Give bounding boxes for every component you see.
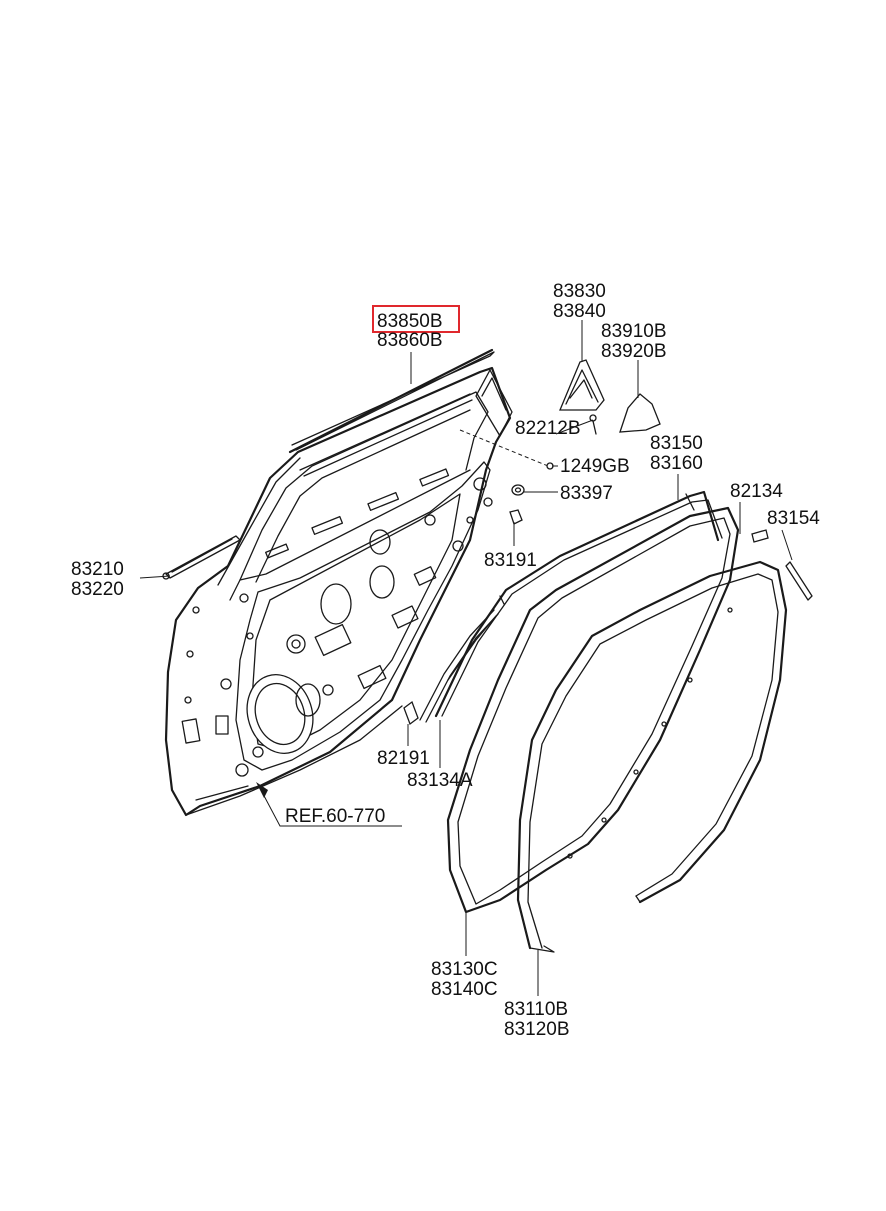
fasteners xyxy=(403,414,769,726)
label-83910b: 83910B xyxy=(601,321,667,342)
label-83140c: 83140C xyxy=(431,979,498,1000)
label-83840: 83840 xyxy=(553,301,606,322)
label-83130c: 83130C xyxy=(431,959,498,980)
front-molding xyxy=(162,535,241,580)
label-ref-60-770: REF.60-770 xyxy=(285,806,385,827)
label-83920b: 83920B xyxy=(601,341,667,362)
delta-cover xyxy=(559,359,605,411)
label-83120b: 83120B xyxy=(504,1019,570,1040)
label-82212b: 82212B xyxy=(515,418,581,439)
label-83134a: 83134A xyxy=(407,770,473,791)
label-83154: 83154 xyxy=(767,508,820,529)
part-labels: 83850B 83860B 83830 83840 83910B 83920B … xyxy=(71,281,820,1040)
label-83150: 83150 xyxy=(650,433,703,454)
highlight-box xyxy=(372,305,460,333)
rear-upper-bracket xyxy=(459,369,549,467)
label-1249gb: 1249GB xyxy=(560,456,630,477)
ref-arrow xyxy=(256,782,402,827)
label-83210: 83210 xyxy=(71,559,124,580)
door-frame-weatherstrip xyxy=(434,490,723,718)
leader-lines xyxy=(139,320,793,996)
door-seal-outer xyxy=(446,506,740,914)
label-83191: 83191 xyxy=(484,550,537,571)
corner-cover xyxy=(619,393,661,433)
door-panel xyxy=(164,366,512,817)
label-83397: 83397 xyxy=(560,483,613,504)
label-83860b: 83860B xyxy=(377,330,443,351)
label-83220: 83220 xyxy=(71,579,124,600)
small-molding xyxy=(785,561,813,601)
label-82191: 82191 xyxy=(377,748,430,769)
label-83830: 83830 xyxy=(553,281,606,302)
label-83160: 83160 xyxy=(650,453,703,474)
belt-molding xyxy=(288,348,495,477)
body-side-seal xyxy=(516,560,788,953)
label-82134: 82134 xyxy=(730,481,783,502)
label-83110b: 83110B xyxy=(504,999,568,1020)
label-83850b: 83850B xyxy=(377,311,443,332)
door-inner-strip xyxy=(419,609,499,723)
